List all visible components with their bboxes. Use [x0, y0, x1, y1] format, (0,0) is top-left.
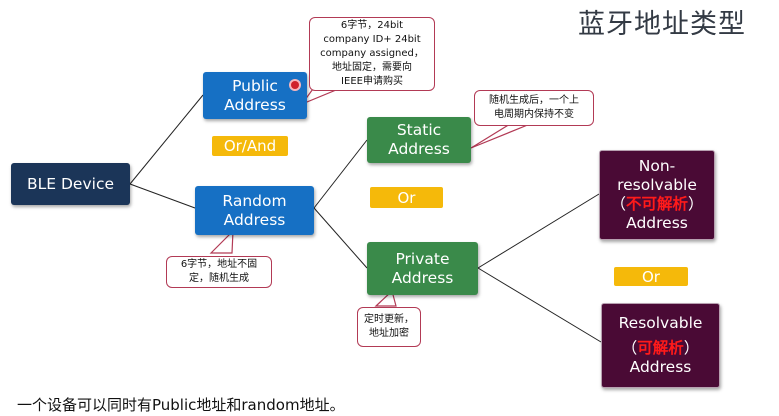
- private-note-line2: 地址加密: [369, 328, 409, 339]
- static-note-line2: 电周期内保持不变: [494, 109, 574, 120]
- public-note-line3: company assigned，: [320, 48, 424, 59]
- callout-random-tail: [209, 229, 234, 254]
- non-resolvable-cn: 不可解析: [625, 195, 688, 213]
- resolvable-line3: Address: [629, 358, 692, 376]
- or-tag-static-private: Or: [370, 187, 443, 208]
- static-note-line1: 随机生成后，一个上: [489, 95, 579, 106]
- random-address-line2: Address: [223, 210, 286, 229]
- public-address-line1: Public: [232, 76, 278, 95]
- random-note-line2: 定，随机生成: [189, 273, 249, 284]
- static-address-node: Static Address: [367, 117, 471, 163]
- public-address-line2: Address: [224, 95, 286, 114]
- resolvable-node: Resolvable （可解析） Address: [601, 303, 720, 388]
- private-address-node: Private Address: [367, 242, 478, 295]
- random-address-node: Random Address: [195, 186, 314, 235]
- private-address-line2: Address: [391, 268, 454, 287]
- public-note-line1: 6字节，24bit: [340, 20, 404, 31]
- private-note-line1: 定时更新，: [364, 314, 414, 325]
- static-note: 随机生成后，一个上 电周期内保持不变: [474, 90, 594, 126]
- non-resolvable-node: Non- resolvable （不可解析） Address: [599, 150, 715, 240]
- marker-dot: [291, 81, 299, 89]
- line-device-random: [129, 183, 196, 209]
- line-private-resolvable: [477, 267, 602, 343]
- non-resolvable-line1: Non-: [638, 157, 676, 175]
- public-note: 6字节，24bit company ID+ 24bit company assi…: [309, 17, 435, 91]
- line-random-private: [313, 207, 368, 269]
- line-private-nonresolvable: [477, 193, 600, 269]
- random-address-line1: Random: [222, 191, 287, 210]
- public-address-node: Public Address: [203, 72, 307, 119]
- non-resolvable-line4: Address: [626, 214, 688, 232]
- static-address-line2: Address: [388, 140, 450, 158]
- resolvable-cn: 可解析: [637, 339, 684, 357]
- public-note-line5: IEEE申请购买: [341, 76, 403, 87]
- non-resolvable-line3: （不可解析）: [610, 195, 704, 213]
- resolvable-line1: Resolvable: [618, 314, 703, 332]
- random-note: 6字节，地址不固 定，随机生成: [166, 256, 272, 288]
- public-note-line2: company ID+ 24bit: [323, 34, 421, 45]
- private-note: 定时更新， 地址加密: [357, 307, 421, 347]
- or-tag-resolvable: Or: [614, 267, 688, 286]
- resolvable-line2: （可解析）: [621, 339, 700, 357]
- callout-static-tail: [470, 123, 531, 149]
- static-address-line1: Static: [396, 121, 442, 139]
- random-note-line1: 6字节，地址不固: [180, 259, 258, 270]
- private-address-line1: Private: [395, 249, 450, 268]
- ble-device-node: BLE Device: [11, 163, 130, 205]
- ble-device-label: BLE Device: [27, 174, 114, 193]
- line-device-public: [129, 94, 204, 185]
- non-resolvable-line2: resolvable: [617, 176, 697, 194]
- page-title: 蓝牙地址类型: [578, 9, 746, 40]
- or-and-tag: Or/And: [212, 136, 288, 156]
- public-note-line4: 地址固定，需要向: [332, 62, 412, 73]
- line-random-static: [313, 139, 368, 209]
- footer-note: 一个设备可以同时有Public地址和random地址。: [17, 396, 345, 414]
